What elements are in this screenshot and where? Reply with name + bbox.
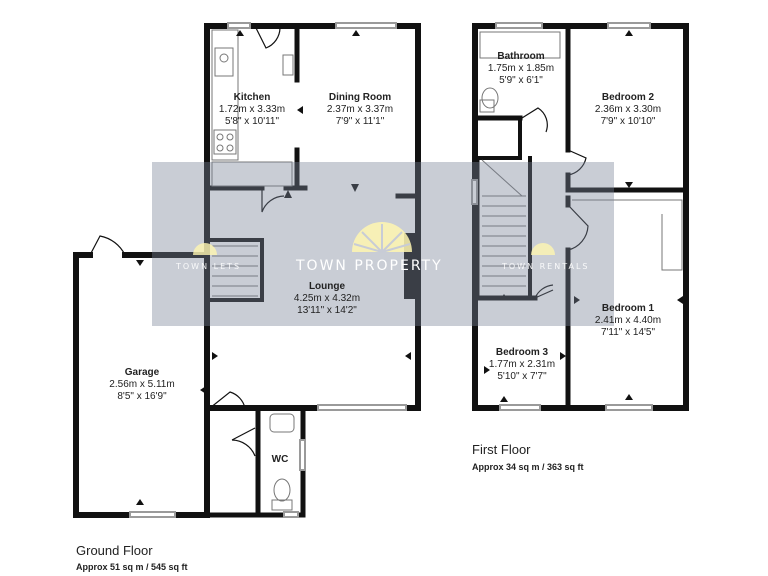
ground-floor-area: Approx 51 sq m / 545 sq ft [76, 562, 188, 572]
room-label-bathroom: Bathroom 1.75m x 1.85m 5'9" x 6'1" [478, 51, 564, 87]
sun-logo-icon [352, 222, 412, 253]
room-metric: 1.72m x 3.33m [218, 104, 286, 115]
first-floor-area: Approx 34 sq m / 363 sq ft [472, 462, 584, 472]
room-metric: 2.36m x 3.30m [594, 104, 662, 115]
room-label-bedroom3: Bedroom 3 1.77m x 2.31m 5'10" x 7'7" [480, 347, 564, 383]
first-floor-windows [471, 22, 653, 411]
first-floor-doors [521, 107, 589, 299]
room-label-bedroom2: Bedroom 2 2.36m x 3.30m 7'9" x 10'10" [574, 92, 682, 128]
ground-floor-fixtures [211, 29, 295, 511]
room-metric: 1.75m x 1.85m [487, 63, 555, 74]
ground-floor-title: Ground Floor [76, 543, 153, 558]
room-imperial: 7'9" x 10'10" [600, 116, 656, 127]
room-name: Bathroom [497, 51, 545, 62]
first-floor-fixtures [479, 31, 683, 287]
room-name: Bedroom 1 [601, 303, 655, 314]
room-imperial: 5'9" x 6'1" [499, 75, 543, 86]
room-name: Dining Room [328, 92, 392, 103]
room-name: WC [271, 454, 289, 465]
room-metric: 2.41m x 4.40m [594, 315, 662, 326]
room-label-lounge: Lounge 4.25m x 4.32m 13'11" x 14'2" [262, 281, 392, 317]
watermark-right: TOWN RENTALS [502, 262, 590, 271]
room-name: Garage [124, 367, 160, 378]
first-floor-markers [484, 30, 683, 402]
ground-floor-walls [73, 23, 421, 518]
room-name: Bedroom 3 [495, 347, 549, 358]
room-metric: 2.37m x 3.37m [326, 104, 394, 115]
first-floor-title: First Floor [472, 442, 531, 457]
room-name: Lounge [308, 281, 346, 292]
room-metric: 1.77m x 2.31m [488, 359, 556, 370]
room-imperial: 7'9" x 11'1" [335, 116, 385, 127]
watermark-left: TOWN LETS [176, 262, 242, 271]
room-label-garage: Garage 2.56m x 5.11m 8'5" x 16'9" [82, 367, 202, 403]
sun-logo-small-right-icon [531, 243, 555, 255]
room-label-wc: WC [262, 454, 298, 466]
watermark-main: TOWN PROPERTY [296, 258, 443, 274]
room-label-kitchen: Kitchen 1.72m x 3.33m 5'8" x 10'11" [212, 92, 292, 128]
room-imperial: 5'8" x 10'11" [224, 116, 280, 127]
room-imperial: 7'11" x 14'5" [600, 327, 656, 338]
sun-logo-small-left-icon [193, 243, 217, 255]
room-label-bedroom1: Bedroom 1 2.41m x 4.40m 7'11" x 14'5" [574, 303, 682, 339]
room-name: Bedroom 2 [601, 92, 655, 103]
room-metric: 4.25m x 4.32m [293, 293, 361, 304]
room-imperial: 8'5" x 16'9" [117, 391, 167, 402]
room-metric: 2.56m x 5.11m [109, 379, 175, 390]
room-imperial: 5'10" x 7'7" [497, 371, 547, 382]
room-label-dining: Dining Room 2.37m x 3.37m 7'9" x 11'1" [310, 92, 410, 128]
ground-floor-doors [89, 27, 285, 457]
room-imperial: 13'11" x 14'2" [297, 305, 357, 316]
ground-floor-markers [136, 30, 411, 505]
ground-floor-windows [129, 22, 407, 518]
room-name: Kitchen [233, 92, 271, 103]
